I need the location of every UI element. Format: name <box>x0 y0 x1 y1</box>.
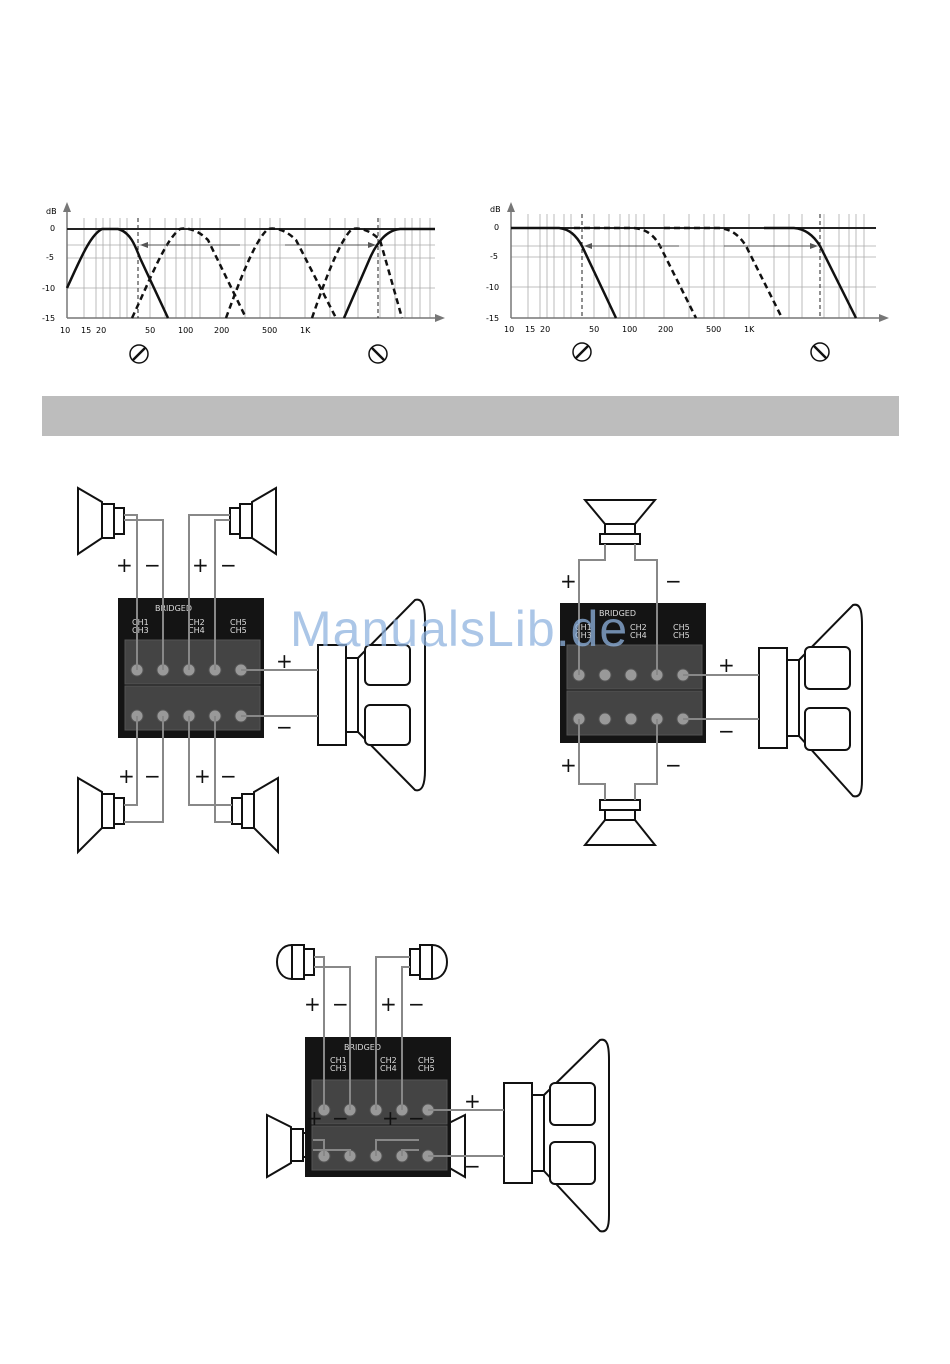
polarity-plus: + <box>116 553 133 577</box>
x-tick: 10 <box>60 326 70 335</box>
crossover-graph-left: dB 0 -5 -10 -15 10 15 20 50 100 200 500 … <box>40 200 460 370</box>
ch5-label: CH5 <box>418 1064 435 1073</box>
ch3-label: CH3 <box>330 1064 347 1073</box>
polarity-minus: − <box>220 764 237 788</box>
speaker-icon <box>232 778 278 852</box>
x-tick: 50 <box>589 325 599 334</box>
y-axis-label: dB <box>490 205 501 214</box>
x-tick: 500 <box>262 326 277 335</box>
polarity-plus: + <box>194 764 211 788</box>
polarity-plus: + <box>192 553 209 577</box>
x-tick: 1K <box>744 325 755 334</box>
y-tick: -5 <box>490 252 498 261</box>
wiring-diagram-1: BRIDGED CH1 CH3 CH2 CH4 CH5 CH5 +−+−+−+−… <box>70 480 440 860</box>
polarity-plus: + <box>718 653 735 677</box>
polarity-plus: + <box>306 1106 323 1130</box>
x-tick: 10 <box>504 325 514 334</box>
speaker-icon <box>78 778 124 852</box>
x-tick: 1K <box>300 326 311 335</box>
tweeter-icon <box>410 945 447 979</box>
polarity-minus: − <box>464 1154 481 1178</box>
y-tick: 0 <box>494 223 499 232</box>
x-tick: 15 <box>525 325 535 334</box>
polarity-minus: − <box>220 553 237 577</box>
ch5-label: CH5 <box>673 631 690 640</box>
polarity-minus: − <box>276 715 293 739</box>
x-tick: 100 <box>178 326 193 335</box>
polarity-minus: − <box>144 764 161 788</box>
ch5-label: CH5 <box>230 626 247 635</box>
wiring-diagram-3: BRIDGED CH1 CH3 CH2 CH4 CH5 CH5 +−+−+−+−… <box>262 935 622 1305</box>
polarity-plus: + <box>560 569 577 593</box>
bridged-label: BRIDGED <box>155 604 192 613</box>
speaker-icon <box>78 488 124 554</box>
polarity-minus: − <box>332 992 349 1016</box>
y-tick: -10 <box>486 283 499 292</box>
x-tick: 500 <box>706 325 721 334</box>
speaker-icon <box>585 500 655 544</box>
polarity-plus: + <box>382 1106 399 1130</box>
graph-grid <box>67 218 435 318</box>
wiring-diagram-2: BRIDGED CH1 CH3 CH2 CH4 CH5 CH5 +−+−+− <box>555 490 875 860</box>
polarity-minus: − <box>144 553 161 577</box>
y-tick: -10 <box>42 284 55 293</box>
knob-icon <box>130 345 148 363</box>
polarity-plus: + <box>380 992 397 1016</box>
polarity-minus: − <box>718 719 735 743</box>
y-tick: -15 <box>486 314 499 323</box>
y-tick: 0 <box>50 224 55 233</box>
polarity-minus: − <box>408 1106 425 1130</box>
x-tick: 20 <box>96 326 106 335</box>
ch3-label: CH3 <box>132 626 149 635</box>
ch4-label: CH4 <box>188 626 205 635</box>
x-tick: 15 <box>81 326 91 335</box>
y-tick: -5 <box>46 253 54 262</box>
polarity-plus: + <box>118 764 135 788</box>
knob-icon <box>369 345 387 363</box>
x-tick: 20 <box>540 325 550 334</box>
y-axis-label: dB <box>46 207 57 216</box>
polarity-minus: − <box>665 569 682 593</box>
ch4-label: CH4 <box>630 631 647 640</box>
tweeter-icon <box>277 945 314 979</box>
ch4-label: CH4 <box>380 1064 397 1073</box>
x-tick: 200 <box>658 325 673 334</box>
speaker-icon <box>230 488 276 554</box>
y-tick: -15 <box>42 314 55 323</box>
subwoofer-icon <box>504 1040 609 1232</box>
x-tick: 50 <box>145 326 155 335</box>
speaker-icon <box>585 800 655 845</box>
x-tick: 200 <box>214 326 229 335</box>
subwoofer-icon <box>759 605 862 797</box>
knob-icon <box>811 343 829 361</box>
section-band <box>42 396 899 436</box>
x-tick: 100 <box>622 325 637 334</box>
crossover-graph-right: dB 0 -5 -10 -15 10 15 20 50 100 200 500 … <box>484 200 904 370</box>
watermark: ManualsLib.de <box>290 600 628 658</box>
polarity-plus: + <box>560 753 577 777</box>
polarity-minus: − <box>332 1106 349 1130</box>
polarity-minus: − <box>665 753 682 777</box>
graph-curves <box>511 228 856 318</box>
polarity-plus: + <box>304 992 321 1016</box>
knob-icon <box>573 343 591 361</box>
polarity-plus: + <box>464 1089 481 1113</box>
polarity-minus: − <box>408 992 425 1016</box>
